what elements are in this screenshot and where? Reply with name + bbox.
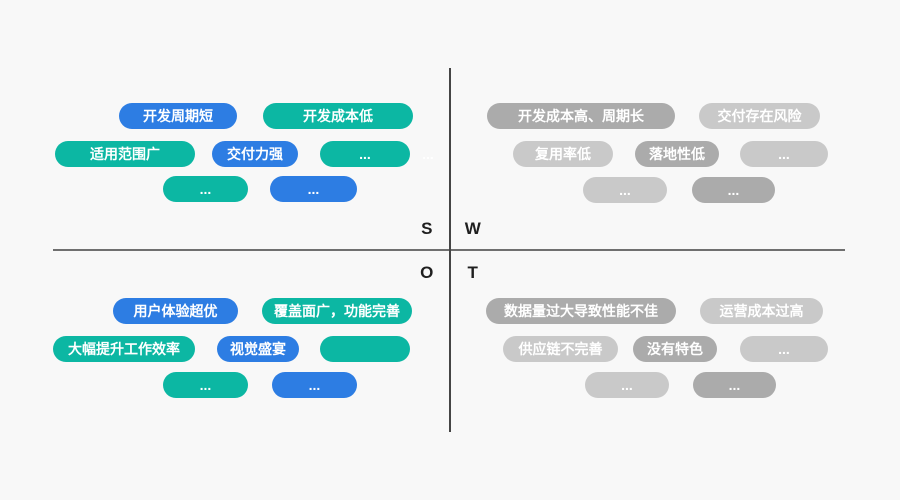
weaknesses-pill: 开发成本高、周期长: [487, 103, 675, 129]
quadrant-letter-strengths: S: [421, 219, 433, 238]
weaknesses-pill: ...: [692, 177, 775, 203]
strengths-pill: 交付力强: [212, 141, 298, 167]
weaknesses-pill: 交付存在风险: [699, 103, 820, 129]
opportunities-pill: ...: [272, 372, 357, 398]
strengths-pill: ...: [422, 146, 434, 162]
threats-pill: ...: [693, 372, 776, 398]
strengths-pill: 适用范围广: [55, 141, 195, 167]
quadrant-letter-weaknesses: W: [464, 219, 482, 238]
threats-pill: 供应链不完善: [503, 336, 618, 362]
opportunities-pill: [320, 336, 410, 362]
weaknesses-pill: ...: [583, 177, 667, 203]
strengths-pill: 开发周期短: [119, 103, 237, 129]
opportunities-pill: 视觉盛宴: [217, 336, 299, 362]
quadrant-letter-threats: T: [467, 263, 479, 282]
threats-pill: 运营成本过高: [700, 298, 823, 324]
weaknesses-pill: 复用率低: [513, 141, 613, 167]
opportunities-pill: 覆盖面广，功能完善: [262, 298, 412, 324]
strengths-pill: ...: [163, 176, 248, 202]
strengths-pill: 开发成本低: [263, 103, 413, 129]
threats-pill: 没有特色: [633, 336, 717, 362]
weaknesses-pill: ...: [740, 141, 828, 167]
threats-pill: ...: [585, 372, 669, 398]
quadrant-letter-opportunities: O: [420, 263, 434, 282]
threats-pill: ...: [740, 336, 828, 362]
vertical-axis-line: [449, 68, 451, 432]
weaknesses-pill: 落地性低: [635, 141, 719, 167]
opportunities-pill: ...: [163, 372, 248, 398]
strengths-pill: ...: [270, 176, 357, 202]
threats-pill: 数据量过大导致性能不佳: [486, 298, 676, 324]
opportunities-pill: 用户体验超优: [113, 298, 238, 324]
opportunities-pill: 大幅提升工作效率: [53, 336, 195, 362]
strengths-pill: ...: [320, 141, 410, 167]
